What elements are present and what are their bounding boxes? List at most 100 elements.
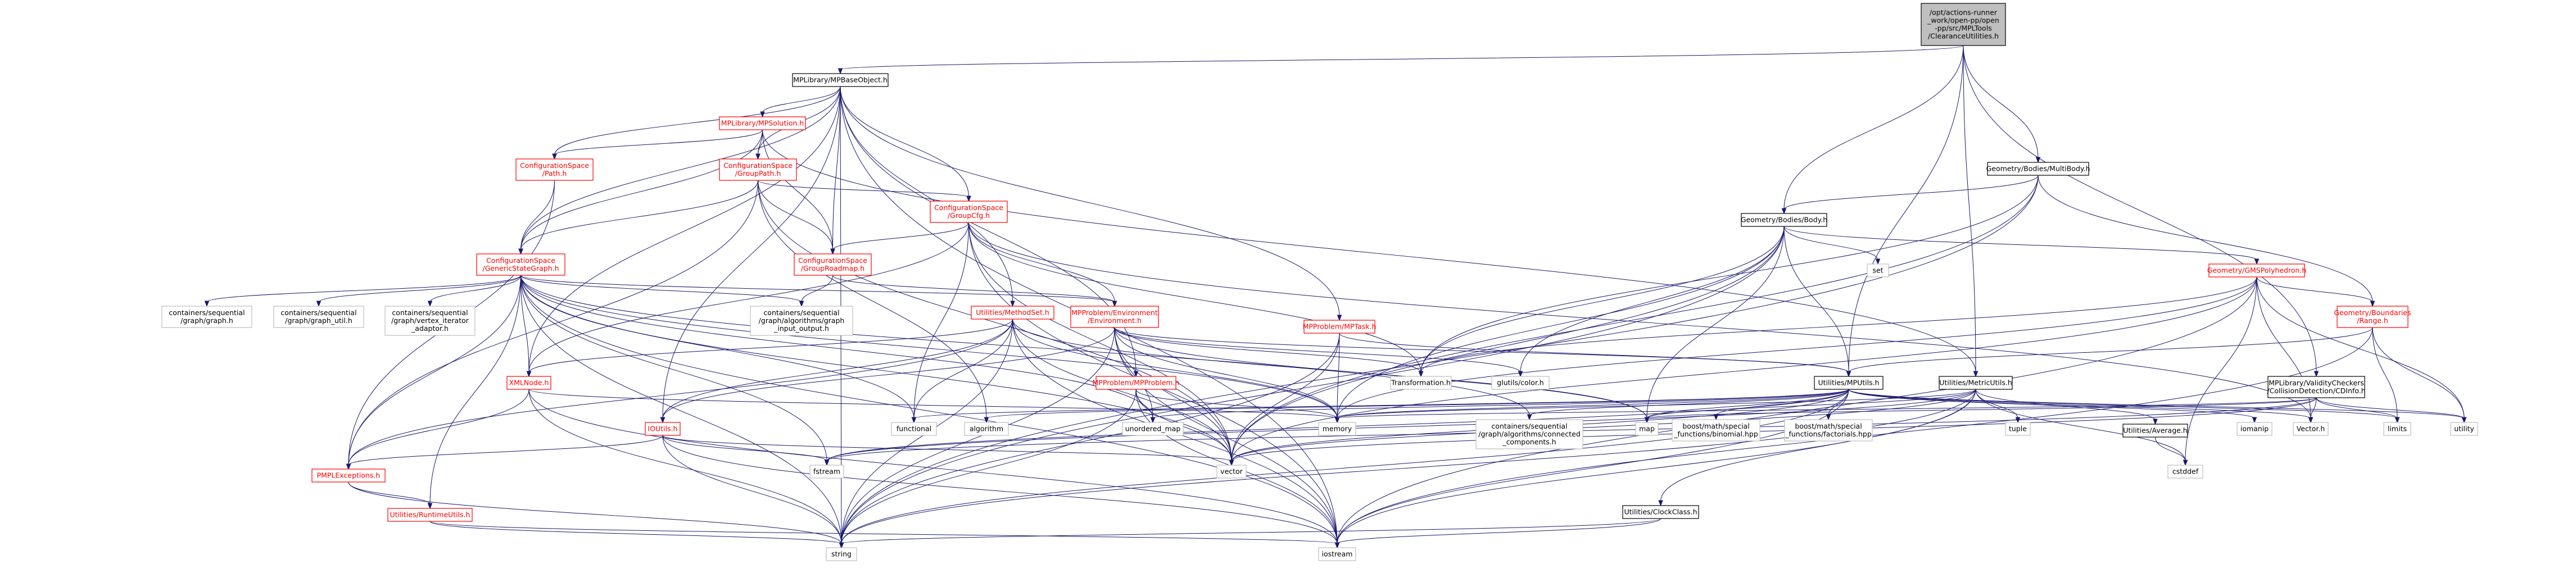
edge-mpbase-to-mpprob <box>840 86 1139 378</box>
node-mpprob[interactable]: MPProblem/MPProblem.h <box>1093 376 1180 390</box>
node-csgrouppath[interactable]: ConfigurationSpace/GroupPath.h <box>719 158 797 181</box>
node-label-line: limits <box>2388 425 2407 433</box>
node-label-line: boost/math/special <box>1795 422 1862 430</box>
edge-mpenv-to-ioutils <box>660 327 1115 424</box>
node-mpsol[interactable]: MPLibrary/MPSolution.h <box>719 116 806 130</box>
node-csgsg[interactable]: ConfigurationSpace/GenericStateGraph.h <box>476 253 565 276</box>
edge-utilclock-to-iostream <box>1334 518 1661 549</box>
node-box <box>2383 422 2411 436</box>
node-utilavg[interactable]: Utilities/Average.h <box>2122 424 2188 438</box>
node-box <box>1622 505 1699 519</box>
edge-root-to-geomulti <box>1963 45 2041 163</box>
node-box <box>750 306 853 336</box>
edge-geomulti-to-transf <box>1418 175 2039 378</box>
node-box <box>1216 465 1247 479</box>
node-label-line: MPLibrary/MPSolution.h <box>721 119 804 128</box>
node-cseq_gutil: containers/sequential/graph/graph_util.h <box>273 306 364 328</box>
edge-root-to-geobody <box>1781 45 1964 215</box>
node-ioutils[interactable]: IOUtils.h <box>645 422 681 436</box>
node-label-line: /GroupRoadmap.h <box>801 264 864 272</box>
node-box <box>1672 419 1760 442</box>
node-box <box>1635 422 1659 436</box>
node-cseq_io: containers/sequential/graph/algorithms/g… <box>750 306 853 336</box>
edge-geobound-to-utilmpu <box>1846 327 2373 378</box>
header-nodes: /opt/actions-runner_work/open-pp/open-pp… <box>161 3 2478 561</box>
node-geobound[interactable]: Geometry/Boundaries/Range.h <box>2334 306 2411 328</box>
node-label-line: XMLNode.h <box>509 379 549 387</box>
edge-utilclock-to-string <box>839 518 1661 549</box>
node-cspath[interactable]: ConfigurationSpace/Path.h <box>515 158 594 181</box>
node-box <box>719 116 806 130</box>
node-label-line: MPProblem/MPTask.h <box>1303 322 1377 331</box>
edge-utilmeth-to-xmlnode <box>526 319 1013 378</box>
edge-pmplexc-to-runtimeutils <box>348 481 433 510</box>
node-box <box>1390 376 1452 390</box>
edge-geobody-to-geogms <box>1783 226 2260 265</box>
node-label-line: /Range.h <box>2357 316 2388 325</box>
node-label-line: ConfigurationSpace <box>520 161 589 170</box>
node-csgrouproad[interactable]: ConfigurationSpace/GroupRoadmap.h <box>794 253 872 276</box>
node-limits: limits <box>2383 422 2411 436</box>
edge-utilmetric-to-utilclock <box>1658 389 1976 507</box>
node-mptask[interactable]: MPProblem/MPTask.h <box>1303 320 1377 334</box>
node-box <box>964 422 1009 436</box>
node-label-line: /opt/actions-runner <box>1930 8 1998 17</box>
node-box <box>1867 263 1889 278</box>
edge-geobound-to-limits <box>2372 327 2400 424</box>
edge-runtimeutils-to-iostream <box>429 521 1340 549</box>
node-label-line: Utilities/MetricUtils.h <box>1939 379 2012 387</box>
node-box <box>1491 376 1550 390</box>
node-mpenv[interactable]: MPProblem/Environment/Environment.h <box>1070 306 1159 328</box>
node-utilclock[interactable]: Utilities/ClockClass.h <box>1622 505 1699 519</box>
edge-geogms-to-utility <box>2256 276 2467 424</box>
node-utilmpu[interactable]: Utilities/MPUtils.h <box>1814 376 1884 390</box>
node-label-line: /graph/algorithms/graph <box>759 316 845 325</box>
node-label-line: ConfigurationSpace <box>934 203 1003 212</box>
node-csgroupcfg[interactable]: ConfigurationSpace/GroupCfg.h <box>930 201 1008 223</box>
node-root[interactable]: /opt/actions-runner_work/open-pp/open-pp… <box>1921 3 2006 46</box>
node-utilmeth[interactable]: Utilities/MethodSet.h <box>971 306 1054 320</box>
node-binom: boost/math/special_functions/binomial.hp… <box>1672 419 1760 442</box>
node-geobody[interactable]: Geometry/Bodies/Body.h <box>1741 213 1827 227</box>
edge-geomulti-to-geobound <box>2038 175 2375 307</box>
node-mpbase[interactable]: MPLibrary/MPBaseObject.h <box>792 73 889 87</box>
dependency-edges <box>204 45 2467 549</box>
node-utilmetric[interactable]: Utilities/MetricUtils.h <box>1939 376 2013 390</box>
edge-mplval-to-limits <box>2316 397 2400 424</box>
node-runtimeutils[interactable]: Utilities/RuntimeUtils.h <box>387 508 473 522</box>
node-label-line: Utilities/MPUtils.h <box>1818 379 1880 387</box>
node-box <box>1741 213 1827 227</box>
node-label-line: containers/sequential <box>280 308 356 317</box>
edge-utilmetric-to-map <box>1644 389 1976 424</box>
edge-utilmpu-to-vector_h <box>1848 389 2314 424</box>
edge-ioutils-to-fstream <box>662 435 830 466</box>
node-label-line: IOUtils.h <box>648 425 678 433</box>
node-mplval[interactable]: MPLibrary/ValidityCheckers/CollisionDete… <box>2267 376 2366 398</box>
node-label-line: _work/open-pp/open <box>1927 16 1999 25</box>
node-geomulti[interactable]: Geometry/Bodies/MultiBody.h <box>1986 162 2090 176</box>
node-pmplexc[interactable]: PMPLExceptions.h <box>311 469 386 483</box>
edge-mpenv-to-iostream <box>1114 327 1340 549</box>
node-label-line: /GroupPath.h <box>735 169 781 178</box>
node-label-line: /graph/graph.h <box>180 316 233 325</box>
node-label-line: algorithm <box>970 425 1003 433</box>
node-label-line: Geometry/Bodies/Body.h <box>1741 216 1827 224</box>
node-label-line: /graph/vertex_iterator <box>391 316 469 325</box>
edge-geomulti-to-geobody <box>1781 175 2039 215</box>
node-geogms[interactable]: Geometry/GMSPolyhedron.h <box>2207 263 2306 278</box>
node-box <box>1318 422 1356 436</box>
edge-utilmpu-to-algorithm <box>984 389 1849 424</box>
node-iostream: iostream <box>1318 547 1356 561</box>
node-vector: vector <box>1216 465 1247 479</box>
node-box <box>1122 422 1184 436</box>
node-label-line: containers/sequential <box>1491 422 1567 430</box>
node-xmlnode[interactable]: XMLNode.h <box>506 376 551 390</box>
edge-ioutils-to-pmplexc <box>346 435 663 470</box>
node-label-line: _functions/binomial.hpp <box>1673 430 1758 438</box>
node-box <box>2237 422 2272 436</box>
edge-utilavg-to-cstddef <box>2155 436 2188 466</box>
node-label-line: ConfigurationSpace <box>486 256 555 265</box>
node-box <box>971 306 1054 320</box>
node-box <box>645 422 681 436</box>
edge-csgsg-to-memory <box>520 275 1340 424</box>
